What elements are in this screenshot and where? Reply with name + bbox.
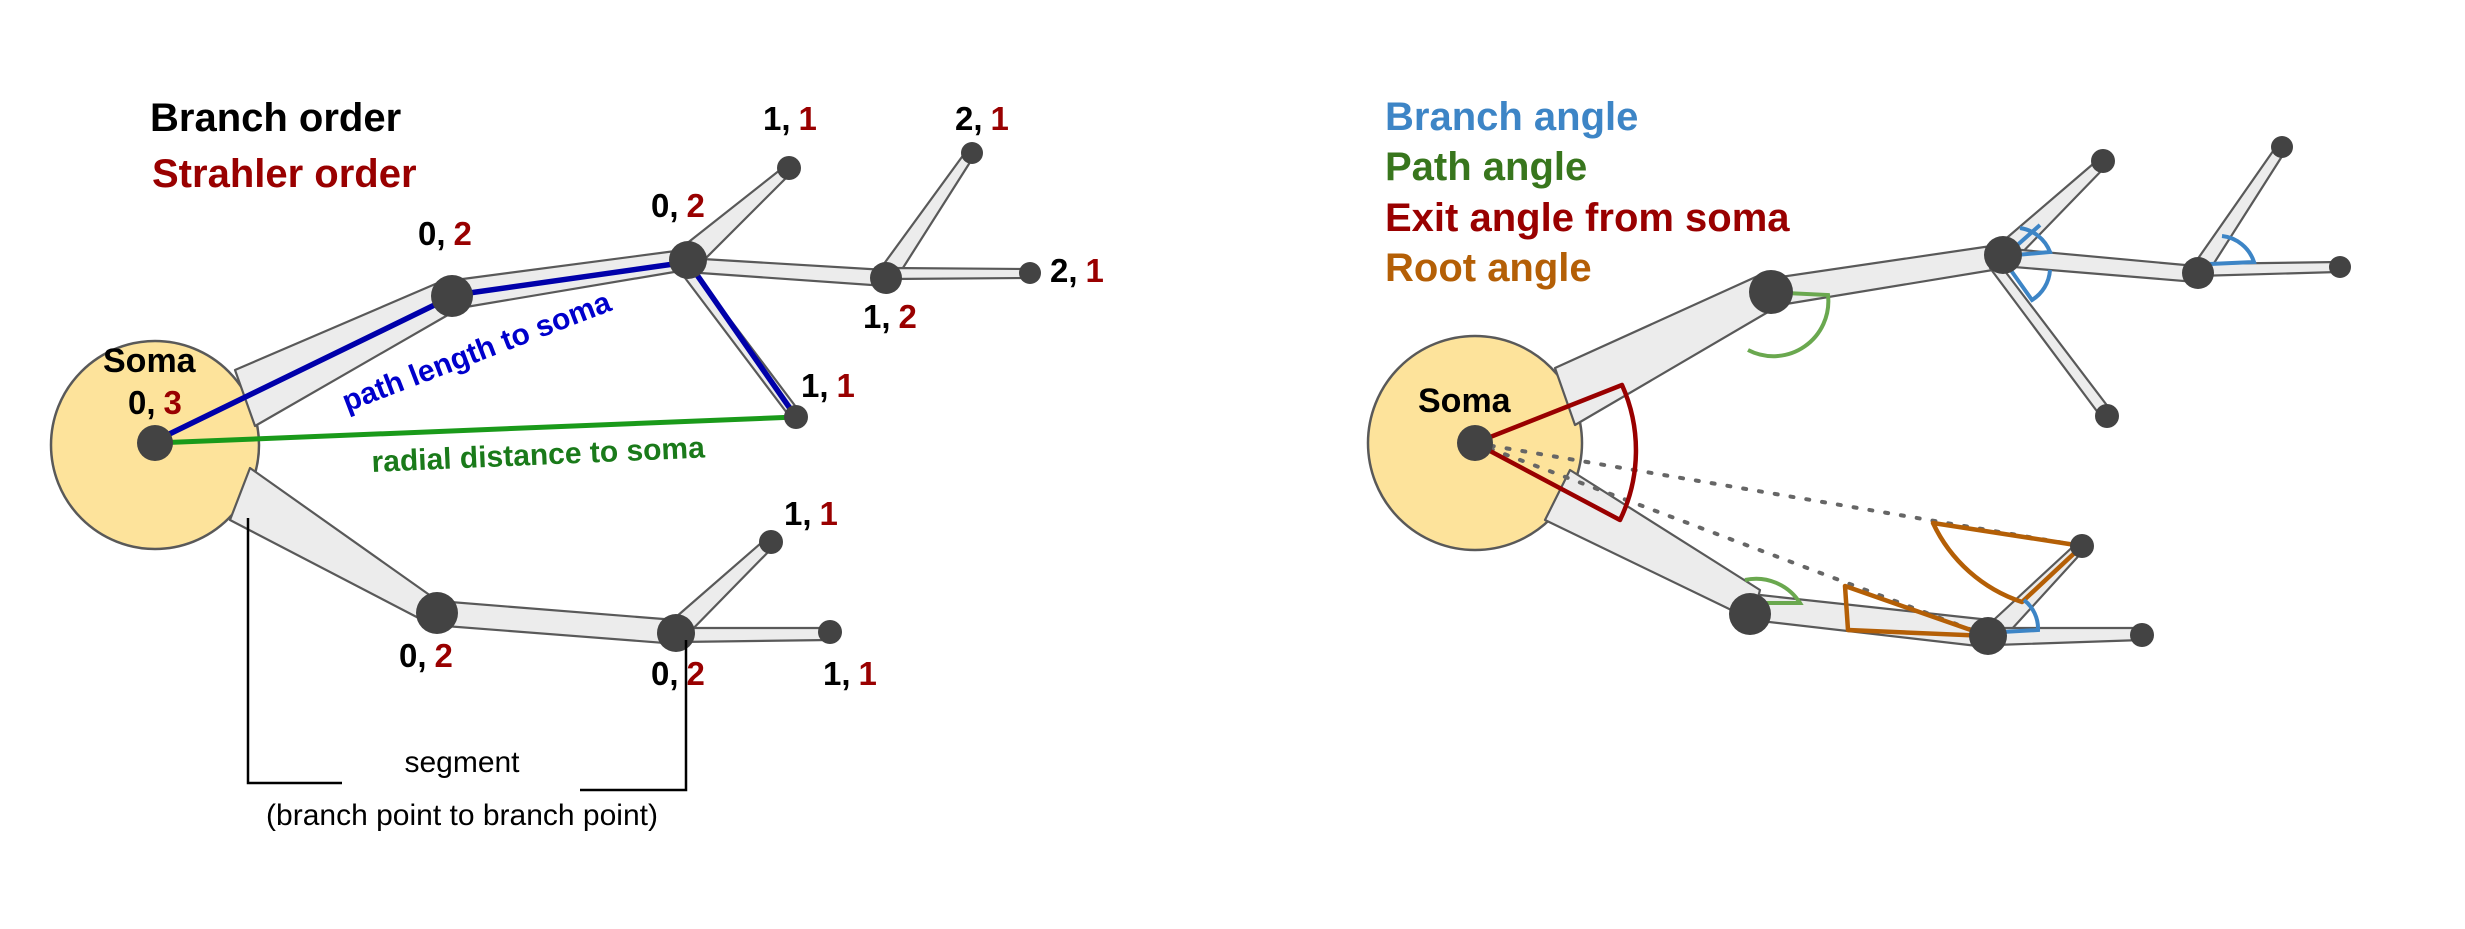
soma-label-left: Soma	[103, 342, 197, 380]
rnode-tip-lower-b	[2130, 623, 2154, 647]
branch-lower-to-second	[430, 599, 680, 646]
node-label-lower-second: 0,2	[651, 655, 705, 692]
node-tip-upper-a	[777, 156, 801, 180]
branch-angle-third	[2209, 234, 2257, 266]
rnode-tip-b	[2095, 404, 2119, 428]
rbranch-second-to-tip-b	[1988, 260, 2114, 420]
node-soma-center	[137, 425, 173, 461]
legend-branch-order: Branch order	[150, 96, 401, 140]
node-label-tip-upper-a: 1,1	[763, 100, 817, 137]
legend-path-angle: Path angle	[1385, 145, 1587, 189]
root-line-lower	[1473, 441, 1990, 638]
node-label-tip-lower-b: 1,1	[823, 655, 877, 692]
rbranch-upper-to-second	[1758, 243, 2007, 307]
rbranch-soma-to-upper	[1553, 273, 1782, 427]
legend-root-angle: Root angle	[1385, 246, 1592, 290]
soma-label-right: Soma	[1418, 382, 1512, 420]
right-panel: Branch angle Path angle Exit angle from …	[1366, 95, 2351, 655]
branch-soma-to-first-lower	[228, 466, 440, 627]
left-panel: Branch order Strahler order Soma 0,3 0,2…	[49, 96, 1104, 832]
path-angle-lower	[1744, 576, 1804, 605]
rnode-upper-second	[1984, 236, 2022, 274]
node-label-soma: 0,3	[128, 384, 182, 421]
segment-label: segment	[404, 746, 520, 779]
node-lower-second	[657, 614, 695, 652]
branch-angle-second-down	[2003, 260, 2052, 303]
segment-bracket-left	[246, 518, 342, 785]
rnode-lower-second	[1969, 617, 2007, 655]
branch-angle-second-up	[1999, 223, 2053, 259]
branch-third-to-tip-a	[876, 148, 976, 284]
path-angle-upper	[1747, 290, 1831, 359]
node-label-tip-third-a: 2,1	[955, 100, 1009, 137]
root-angle-upper	[1930, 520, 2085, 605]
node-label-upper-third: 1,2	[863, 298, 917, 335]
root-angle-lower	[1842, 583, 1991, 639]
node-label-upper-second: 0,2	[651, 187, 705, 224]
radial-distance-label: radial distance to soma	[371, 431, 706, 479]
node-label-tip-third-b: 2,1	[1050, 252, 1104, 289]
legend-exit-angle: Exit angle from soma	[1385, 196, 1790, 240]
node-upper-third	[870, 262, 902, 294]
node-upper-first	[431, 275, 473, 317]
rnode-tip-lower-a	[2070, 534, 2094, 558]
rnode-tip-third-a	[2271, 136, 2293, 158]
node-label-upper-first: 0,2	[418, 215, 472, 252]
radial-distance-line	[154, 414, 797, 446]
rnode-tip-third-b	[2329, 256, 2351, 278]
branch-third-to-tip-b	[888, 266, 1030, 281]
legend-strahler-order: Strahler order	[152, 152, 417, 196]
exit-angle-wedge	[1472, 382, 1639, 523]
branch-lower-to-tip-b	[676, 626, 832, 644]
branch-second-to-third	[684, 256, 888, 288]
rnode-soma-center	[1457, 425, 1493, 461]
node-label-tip-upper-b: 1,1	[801, 367, 855, 404]
rnode-tip-a	[2091, 149, 2115, 173]
legend-branch-angle: Branch angle	[1385, 95, 1638, 139]
rnode-upper-first	[1749, 270, 1793, 314]
branch-angle-lower	[2001, 598, 2041, 634]
node-upper-second	[669, 241, 707, 279]
node-tip-upper-b	[784, 405, 808, 429]
rnode-lower-first	[1729, 593, 1771, 635]
rbranch-soma-to-lower	[1543, 468, 1762, 622]
node-tip-lower-b	[818, 620, 842, 644]
path-length-line	[153, 259, 799, 444]
node-tip-third-a	[961, 142, 983, 164]
node-tip-lower-a	[759, 530, 783, 554]
segment-bracket-right	[580, 640, 688, 792]
node-label-tip-lower-a: 1,1	[784, 495, 838, 532]
node-label-lower-first: 0,2	[399, 637, 453, 674]
node-tip-third-b	[1019, 262, 1041, 284]
rnode-upper-third	[2182, 257, 2214, 289]
segment-sublabel: (branch point to branch point)	[266, 799, 658, 832]
node-lower-first	[416, 592, 458, 634]
